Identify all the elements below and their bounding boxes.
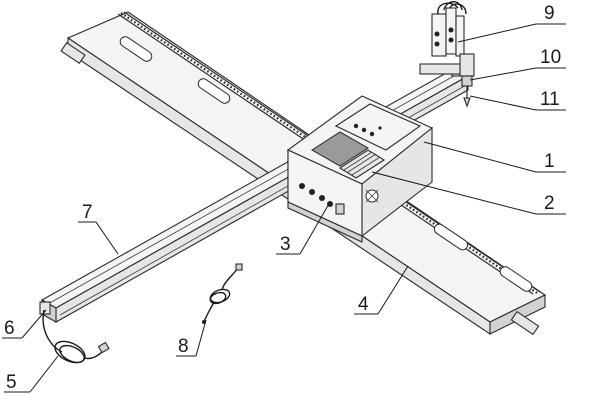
- callout-8: 8: [178, 336, 189, 357]
- callout-5: 5: [6, 372, 17, 393]
- lcd-screen: [311, 131, 369, 167]
- callout-1: 1: [544, 151, 555, 172]
- power-cable: [42, 309, 110, 364]
- callout-labels: 9 10 11 1 2 3 4 7 6 5 8: [4, 3, 561, 393]
- signal-cable: [202, 263, 243, 324]
- leader-lines: [2, 23, 566, 393]
- control-box: [286, 95, 434, 243]
- fan-vent: [365, 189, 379, 203]
- callout-6: 6: [4, 318, 15, 339]
- callout-3: 3: [280, 234, 291, 255]
- torch-assembly: [419, 1, 475, 108]
- rail-slots: [119, 36, 533, 292]
- callout-10: 10: [540, 47, 561, 68]
- callout-2: 2: [544, 193, 555, 214]
- callout-9: 9: [544, 3, 555, 24]
- callout-7: 7: [82, 202, 93, 223]
- keypad: [338, 149, 386, 179]
- callout-11: 11: [540, 89, 560, 110]
- callout-4: 4: [358, 294, 369, 315]
